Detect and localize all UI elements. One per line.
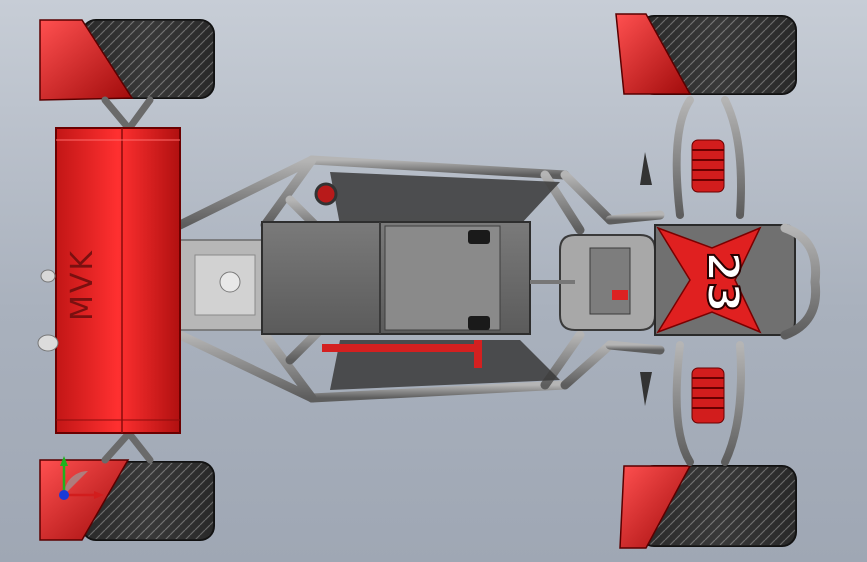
front-bumper — [780, 223, 821, 340]
fuel-cap — [314, 182, 338, 206]
wing-label: MVK — [65, 249, 100, 321]
floor-panel-top — [330, 172, 560, 225]
fender-front-right — [619, 465, 692, 549]
engine — [179, 239, 271, 331]
fender-rear-right — [39, 459, 130, 541]
rear-suspension — [101, 96, 154, 464]
tow-hook — [40, 269, 56, 283]
rear-wing: MVK — [55, 127, 181, 434]
mirror-right — [640, 372, 652, 406]
shock-absorber-top — [691, 139, 725, 193]
fender-front-left — [615, 13, 692, 95]
fender-rear-left — [39, 19, 134, 101]
steering-assembly — [530, 234, 656, 331]
seatbelt-buckle-top — [468, 230, 490, 244]
coordinate-triad — [59, 456, 104, 500]
shock-absorber-bottom — [691, 367, 725, 424]
roll-cage — [175, 155, 665, 403]
exhaust-tip — [37, 334, 59, 352]
car-number: 23 — [697, 251, 748, 312]
floor-panel-bottom — [330, 340, 560, 390]
seatbelt-buckle-bottom — [468, 316, 490, 330]
nose-cone: 23 — [654, 224, 796, 336]
pedal-linkage — [322, 340, 482, 368]
mirror-left — [640, 152, 652, 185]
